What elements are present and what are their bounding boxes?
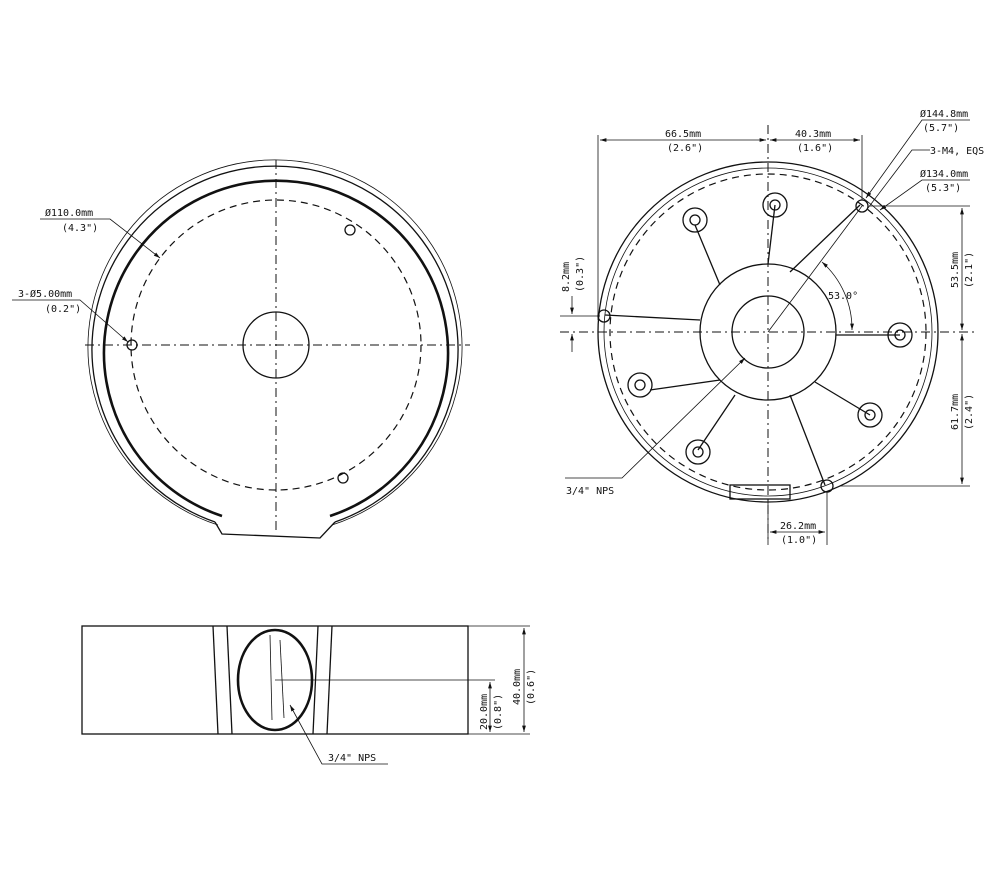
dim-bottom: 26.2mm xyxy=(780,521,816,532)
mount-hole xyxy=(126,339,138,351)
dim-right-inch: (1.6") xyxy=(797,143,833,154)
dim-lower: 61.7mm xyxy=(950,394,961,430)
mount-hole xyxy=(337,472,349,484)
bolt-circle-inch: (5.3") xyxy=(925,183,961,194)
mount-hole xyxy=(344,224,356,236)
back-thread-label: 3/4" NPS xyxy=(566,486,614,497)
bolt-circle: Ø134.0mm xyxy=(920,168,968,180)
dim-upper-inch: (2.1") xyxy=(964,252,975,288)
angle-label: 53.0° xyxy=(828,291,858,302)
back-view xyxy=(560,119,975,545)
offset-dim-inch: (0.3") xyxy=(575,256,586,292)
offset-dim: 8.2mm xyxy=(561,262,572,292)
dim-right: 40.3mm xyxy=(795,129,831,140)
side-view xyxy=(81,625,530,765)
outer-diameter: Ø144.8mm xyxy=(920,108,968,120)
dim-left-inch: (2.6") xyxy=(667,143,703,154)
dim-lower-inch: (2.4") xyxy=(964,394,975,430)
front-view xyxy=(12,159,470,539)
dim-upper: 53.5mm xyxy=(950,252,961,288)
outer-diameter-inch: (5.7") xyxy=(923,123,959,134)
screws-label: 3-M4, EQS xyxy=(930,146,984,157)
front-holes-inch: (0.2") xyxy=(45,304,81,315)
side-height: 40.0mm xyxy=(512,669,523,705)
side-height-inch: (0.6") xyxy=(526,669,537,705)
dim-bottom-inch: (1.0") xyxy=(781,535,817,546)
side-hole-height-inch: (0.8") xyxy=(493,694,504,730)
front-diameter-label: Ø110.0mm xyxy=(45,207,93,219)
dim-left: 66.5mm xyxy=(665,129,701,140)
side-thread-label: 3/4" NPS xyxy=(328,753,376,764)
side-hole-height: 20.0mm xyxy=(479,694,490,730)
front-diameter-inch: (4.3") xyxy=(62,223,98,234)
front-holes-label: 3-Ø5.00mm xyxy=(18,288,72,300)
